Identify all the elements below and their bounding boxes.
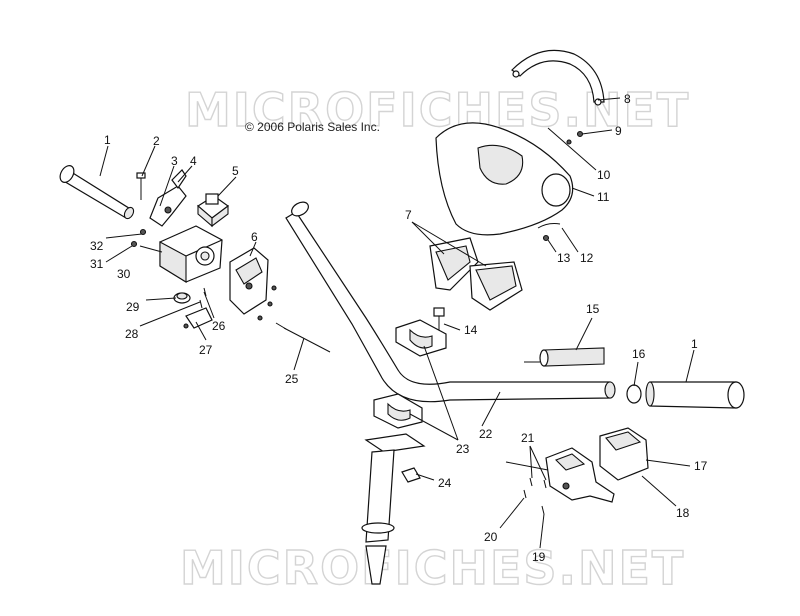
bolt-14-part xyxy=(433,307,445,332)
callout-9: 9 xyxy=(615,124,622,138)
callout-5: 5 xyxy=(232,164,239,178)
grommet-29-part xyxy=(173,292,191,304)
screw-21a-part xyxy=(529,477,533,487)
callout-12: 12 xyxy=(580,251,594,265)
cable-21-part xyxy=(505,461,549,471)
cover-6-part xyxy=(229,247,277,321)
callout-16: 16 xyxy=(632,347,646,361)
callout-1a: 1 xyxy=(104,133,111,147)
trim-8-part xyxy=(511,49,605,106)
callout-23: 23 xyxy=(456,442,470,456)
callouts: 1 2 3 4 5 6 7 8 9 10 11 12 13 14 15 16 1… xyxy=(90,92,708,564)
callout-31: 31 xyxy=(90,257,104,271)
leader-lines xyxy=(99,97,695,549)
steering-post-part xyxy=(361,433,426,585)
left-grip-part xyxy=(59,165,135,220)
screw-20-part xyxy=(523,489,527,499)
plate-27-part xyxy=(183,307,213,329)
right-grip-part xyxy=(645,381,745,409)
watermark-top: MICROFICHES.NET xyxy=(185,83,690,137)
callout-2: 2 xyxy=(153,134,160,148)
fastener-10-part xyxy=(566,139,572,145)
screw-21b-part xyxy=(543,479,547,489)
callout-6: 6 xyxy=(251,230,258,244)
callout-15: 15 xyxy=(586,302,600,316)
callout-3: 3 xyxy=(171,154,178,168)
callout-20: 20 xyxy=(484,530,498,544)
switch-housing-17-part xyxy=(599,427,649,481)
callout-17: 17 xyxy=(694,459,708,473)
callout-7: 7 xyxy=(405,208,412,222)
screw-26-part xyxy=(203,287,207,297)
handlebar-part xyxy=(285,201,616,403)
clamp-lower-part xyxy=(373,393,423,429)
callout-22: 22 xyxy=(479,427,493,441)
wire-12-part xyxy=(537,223,561,242)
cable-25-part xyxy=(275,322,331,353)
callout-19: 19 xyxy=(532,550,546,564)
callout-13: 13 xyxy=(557,251,571,265)
callout-28: 28 xyxy=(125,327,139,341)
callout-11: 11 xyxy=(597,190,610,204)
clamp-upper-part xyxy=(395,319,447,357)
callout-10: 10 xyxy=(597,168,611,182)
callout-18: 18 xyxy=(676,506,690,520)
lever-assembly-18-part xyxy=(545,447,615,503)
screw-2-part xyxy=(136,172,146,200)
grip-15-part xyxy=(524,347,605,367)
lever-bracket-part xyxy=(149,169,187,227)
screw-28-part xyxy=(199,299,203,309)
washer-32-part xyxy=(139,228,147,236)
callout-25: 25 xyxy=(285,372,299,386)
hood-11-part xyxy=(435,122,574,236)
switch-5-part xyxy=(196,193,230,228)
watermark-bottom: MICROFICHES.NET xyxy=(180,541,685,595)
screw-19-part xyxy=(541,505,545,515)
callout-4: 4 xyxy=(190,154,197,168)
callout-26: 26 xyxy=(212,319,226,333)
washer-31-part xyxy=(130,240,138,248)
throttle-housing-part xyxy=(159,225,223,283)
callout-21: 21 xyxy=(521,431,535,445)
nut-24-part xyxy=(401,467,421,483)
callout-24: 24 xyxy=(438,476,452,490)
callout-32: 32 xyxy=(90,239,104,253)
callout-27: 27 xyxy=(199,343,213,357)
callout-14: 14 xyxy=(464,323,478,337)
callout-29: 29 xyxy=(126,300,140,314)
callout-8: 8 xyxy=(624,92,631,106)
fastener-9-part xyxy=(576,130,584,138)
callout-1b: 1 xyxy=(691,337,698,351)
bushing-16-part xyxy=(626,384,642,404)
callout-30: 30 xyxy=(117,267,131,281)
hood-cover-7-part xyxy=(429,237,523,311)
copyright-text: © 2006 Polaris Sales Inc. xyxy=(245,120,380,134)
